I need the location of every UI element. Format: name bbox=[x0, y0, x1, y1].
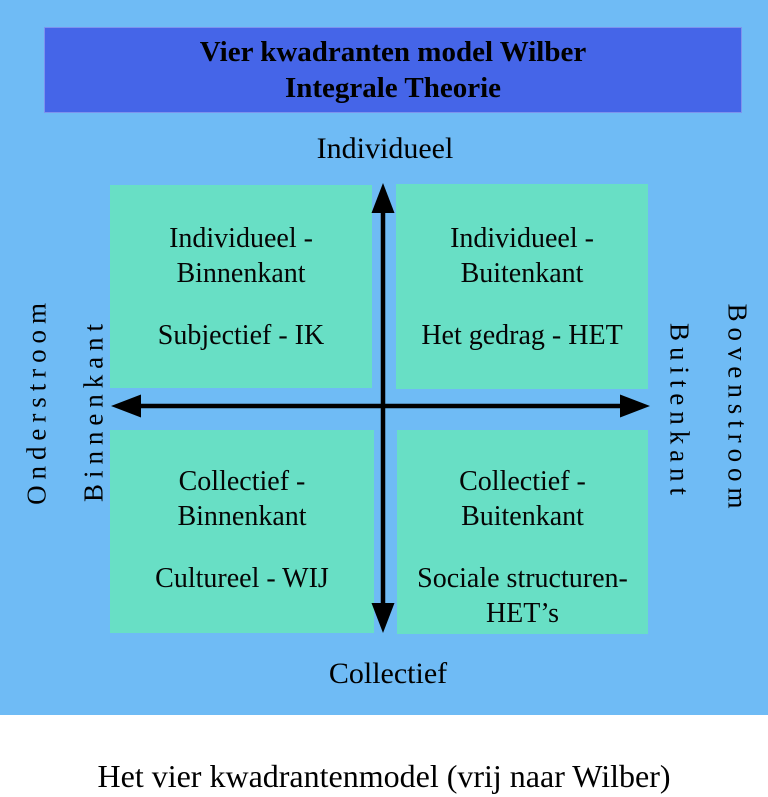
figure-caption: Het vier kwadrantenmodel (vrij naar Wilb… bbox=[97, 758, 671, 794]
quadrant-title-line: Buitenkant bbox=[460, 258, 584, 289]
quadrant-title-line: Individueel - bbox=[169, 223, 313, 254]
quadrant-title-line: Collectief - bbox=[178, 466, 306, 497]
quadrant-subtitle: Cultureel - WIJ bbox=[155, 563, 329, 594]
banner-title-line1: Vier kwadranten model Wilber bbox=[199, 36, 587, 68]
title-banner: Vier kwadranten model Wilber Integrale T… bbox=[44, 27, 742, 113]
quadrant-title-line: Collectief - bbox=[459, 466, 586, 497]
side-label-buitenkant: Buitenkant bbox=[664, 323, 695, 501]
side-label-onderstroom: Onderstroom bbox=[21, 297, 52, 505]
quadrant-individueel-binnenkant: Individueel - Binnenkant Subjectief - IK bbox=[110, 185, 372, 388]
banner-title-line2: Integrale Theorie bbox=[284, 72, 502, 104]
quadrant-subtitle-line: Sociale structuren- bbox=[417, 563, 628, 594]
axis-label-collectief: Collectief bbox=[328, 657, 448, 690]
quadrant-individueel-buitenkant: Individueel - Buitenkant Het gedrag - HE… bbox=[396, 184, 648, 389]
quadrant-subtitle: Het gedrag - HET bbox=[421, 320, 623, 351]
quadrant-title-line: Buitenkant bbox=[461, 501, 584, 532]
quadrant-title-line: Binnenkant bbox=[176, 258, 306, 289]
quadrant-collectief-buitenkant: Collectief - Buitenkant Sociale structur… bbox=[397, 430, 648, 634]
side-label-bovenstroom: Bovenstroom bbox=[722, 303, 753, 515]
four-quadrant-diagram: Vier kwadranten model Wilber Integrale T… bbox=[0, 0, 768, 715]
side-label-binnenkant: Binnenkant bbox=[78, 318, 109, 502]
horizontal-axis-arrow bbox=[111, 394, 650, 418]
quadrant-collectief-binnenkant: Collectief - Binnenkant Cultureel - WIJ bbox=[110, 430, 374, 633]
quadrant-subtitle-line: HET’s bbox=[485, 598, 560, 629]
quadrant-title-line: Binnenkant bbox=[177, 501, 307, 532]
quadrant-subtitle: Subjectief - IK bbox=[157, 320, 325, 351]
quadrant-title-line: Individueel - bbox=[450, 223, 594, 254]
vertical-axis-arrow bbox=[371, 183, 395, 633]
axis-label-individueel: Individueel bbox=[316, 132, 454, 165]
